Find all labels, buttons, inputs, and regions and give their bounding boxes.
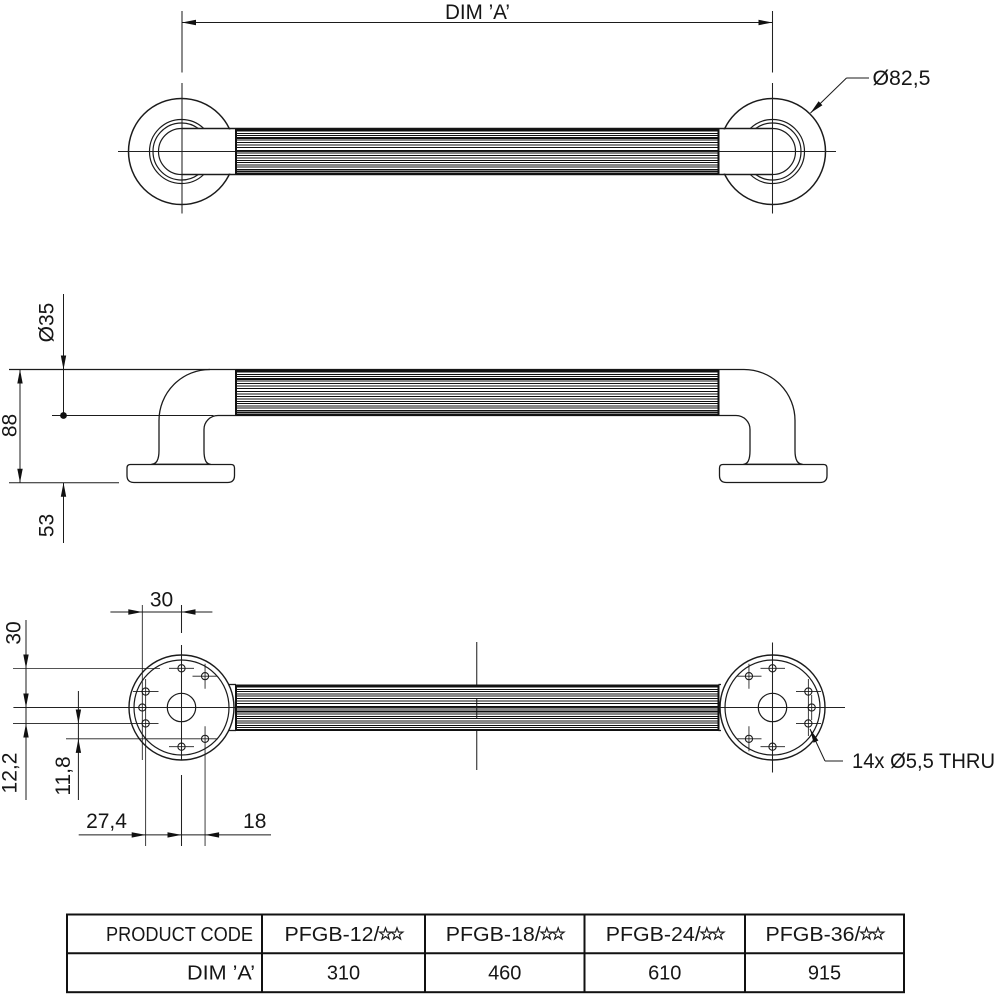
svg-text:Ø35: Ø35 [36,303,59,343]
svg-text:12,2: 12,2 [0,753,22,794]
svg-text:14x Ø5,5 THRU: 14x Ø5,5 THRU [852,750,995,773]
svg-text:PFGB-18/: PFGB-18/ [446,924,541,946]
svg-text:11,8: 11,8 [52,756,75,795]
svg-text:610: 610 [648,963,681,985]
svg-text:18: 18 [243,810,266,833]
svg-text:PFGB-36/: PFGB-36/ [766,924,861,946]
svg-text:30: 30 [3,621,26,644]
svg-text:DIM ’A’: DIM ’A’ [445,1,510,24]
svg-text:53: 53 [36,514,59,537]
svg-text:PRODUCT CODE: PRODUCT CODE [106,924,253,946]
svg-text:30: 30 [150,589,173,612]
svg-text:915: 915 [808,963,841,985]
svg-text:PFGB-12/: PFGB-12/ [285,924,380,946]
svg-text:Ø82,5: Ø82,5 [873,67,931,90]
svg-text:DIM ’A’: DIM ’A’ [187,963,255,985]
svg-text:88: 88 [0,414,22,437]
svg-text:PFGB-24/: PFGB-24/ [606,924,701,946]
svg-text:310: 310 [327,963,360,985]
svg-text:27,4: 27,4 [86,810,127,833]
svg-text:460: 460 [488,963,521,985]
